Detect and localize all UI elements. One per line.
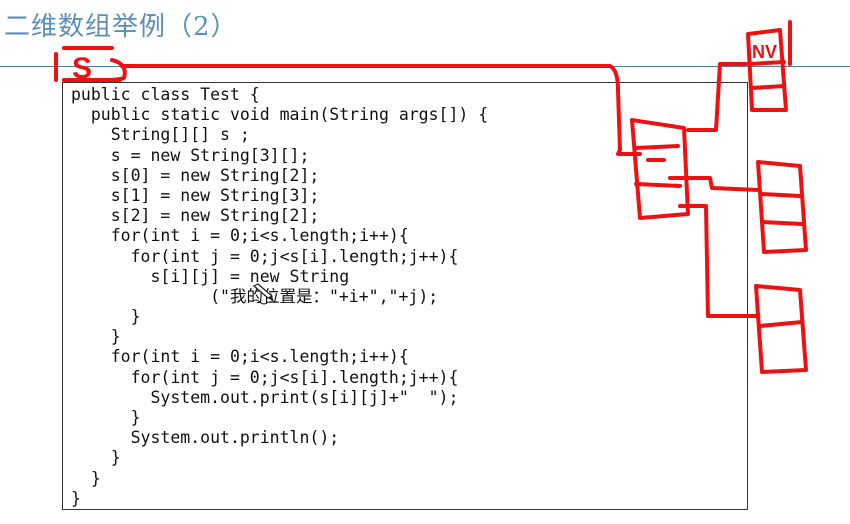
null-box-low	[750, 84, 786, 90]
var-box-right	[106, 58, 127, 82]
code-line-15: for(int j = 0;j<s[i].length;j++){	[71, 367, 459, 387]
code-line-8: for(int i = 0;i<s.length;i++){	[71, 226, 409, 246]
code-line-3: String[][] s ;	[71, 125, 250, 145]
null-box-mid	[748, 60, 786, 66]
code-line-2: public static void main(String args[]) {	[71, 105, 489, 125]
null-box	[746, 28, 788, 112]
code-line-17: }	[71, 408, 141, 427]
code-line-12: }	[71, 307, 141, 327]
code-line-10: s[i][j] = new String	[71, 266, 350, 286]
slide-title: 二维数组举例（2）	[4, 12, 238, 42]
code-line-6: s[1] = new String[3];	[71, 185, 320, 205]
inner-array-1-div2	[760, 220, 804, 226]
code-line-7: s[2] = new String[2];	[71, 206, 320, 226]
code-listing: public class Test { public static void m…	[62, 82, 748, 510]
code-line-13: }	[71, 327, 121, 347]
inner-array-1	[756, 160, 808, 254]
code-line-21: }	[71, 488, 81, 508]
null-label: NV	[752, 42, 777, 62]
code-line-4: s = new String[3][];	[71, 145, 310, 165]
pen-cursor-icon	[251, 283, 274, 305]
code-line-18: System.out.println();	[71, 428, 340, 448]
inner-array-1-div1	[760, 192, 802, 198]
code-line-14: for(int i = 0;i<s.length;i++){	[71, 347, 409, 367]
code-line-16: System.out.print(s[i][j]+" ");	[71, 387, 459, 407]
title-divider	[0, 66, 850, 67]
code-line-19: }	[71, 448, 121, 468]
inner-array-2	[754, 284, 808, 374]
code-line-5: s[0] = new String[2];	[71, 165, 320, 185]
inner-array-2-div1	[758, 320, 804, 328]
code-line-20: }	[71, 468, 101, 488]
code-line-1: public class Test {	[71, 85, 260, 104]
code-line-9: for(int j = 0;j<s[i].length;j++){	[71, 246, 459, 266]
var-label: S	[72, 52, 92, 85]
